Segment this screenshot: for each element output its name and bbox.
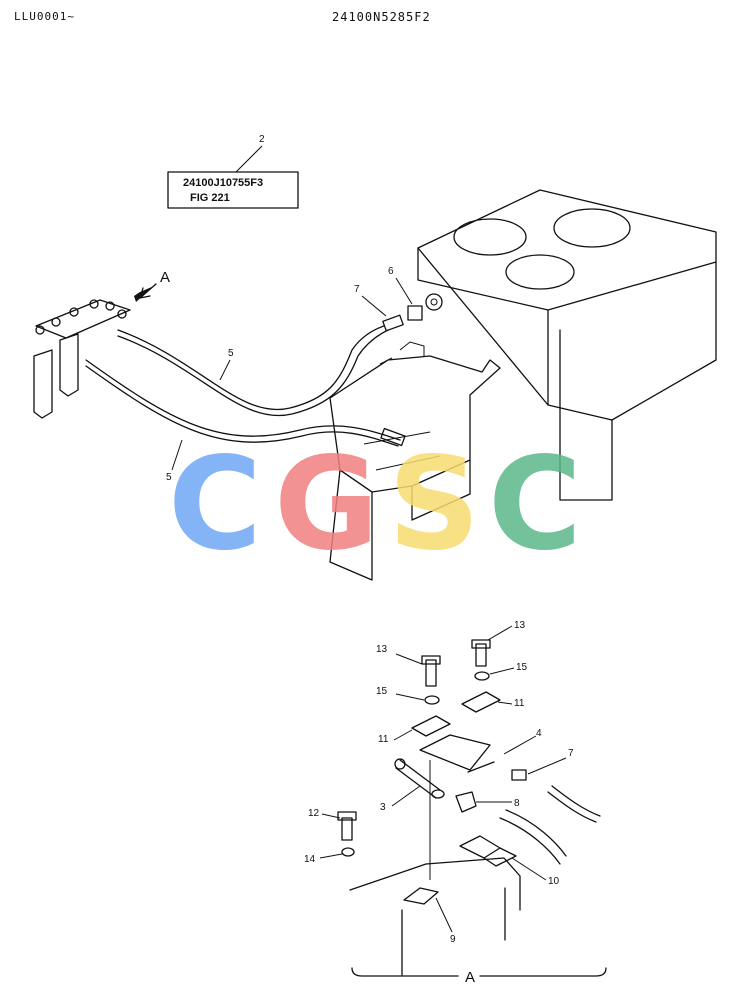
engine-housing — [417, 189, 717, 501]
callout-15-right[interactable]: 15 — [516, 662, 528, 673]
detail-view-a — [337, 639, 607, 977]
callout-7[interactable]: 7 — [354, 284, 360, 295]
callout-5-lower[interactable]: 5 — [166, 472, 172, 483]
view-marker: A — [160, 269, 170, 286]
reference-box[interactable]: 24100J10755F3 FIG 221 — [167, 171, 299, 209]
callout-14[interactable]: 14 — [304, 854, 316, 865]
callout-5-upper[interactable]: 5 — [228, 348, 234, 359]
callout-2[interactable]: 2 — [259, 134, 265, 145]
fitting-6 — [407, 293, 443, 321]
round-port — [505, 254, 575, 290]
control-valve-body — [329, 341, 501, 581]
callout-13-right[interactable]: 13 — [514, 620, 526, 631]
watermark-logo: C G S C — [168, 430, 582, 579]
reference-figure: FIG 221 — [190, 192, 230, 204]
callout-10[interactable]: 10 — [548, 876, 560, 887]
leader-line — [235, 145, 263, 173]
callout-8[interactable]: 8 — [514, 798, 520, 809]
detail-label: A — [465, 969, 475, 986]
callout-3[interactable]: 3 — [380, 802, 386, 813]
pedal-assembly — [33, 299, 131, 419]
watermark-letter: C — [168, 430, 262, 579]
callout-4[interactable]: 4 — [536, 728, 542, 739]
drawing-number: 24100N5285F2 — [332, 10, 431, 24]
callout-9[interactable]: 9 — [450, 934, 456, 945]
hose-5 — [85, 325, 406, 447]
document-code: LLU0001~ — [14, 10, 75, 23]
round-port — [453, 218, 527, 256]
callout-15-left[interactable]: 15 — [376, 686, 388, 697]
callout-11-right[interactable]: 11 — [514, 698, 525, 709]
callout-7-detail[interactable]: 7 — [568, 748, 574, 759]
callout-12[interactable]: 12 — [308, 808, 320, 819]
watermark-letter: G — [274, 430, 379, 579]
watermark-letter: S — [388, 430, 480, 579]
callout-6[interactable]: 6 — [388, 266, 394, 277]
reference-part-number: 24100J10755F3 — [183, 177, 263, 189]
callout-11-left[interactable]: 11 — [378, 734, 389, 745]
watermark-letter: C — [488, 430, 582, 579]
fitting-7 — [382, 314, 404, 332]
round-port — [553, 208, 631, 248]
arrow-head-icon — [134, 286, 154, 302]
callout-13-left[interactable]: 13 — [376, 644, 388, 655]
